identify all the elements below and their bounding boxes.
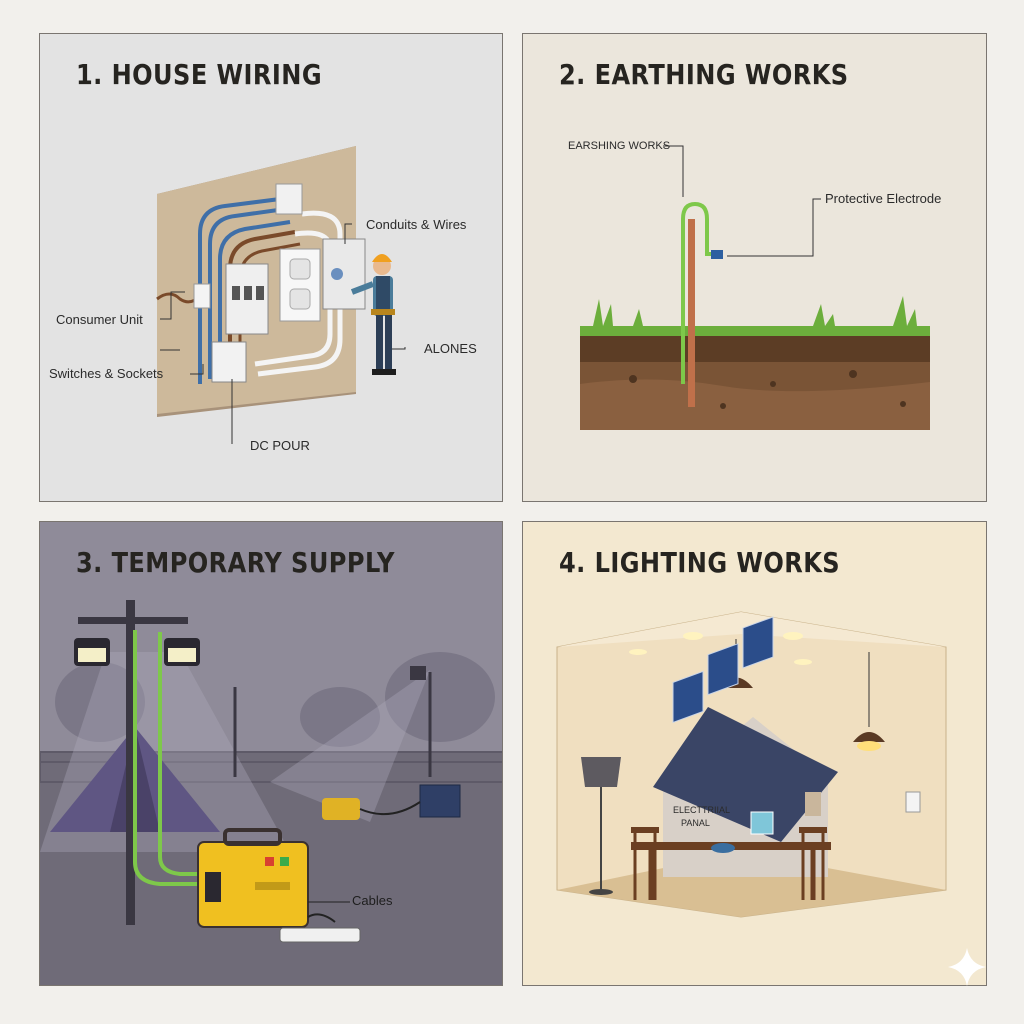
solar-panel	[672, 670, 704, 724]
bowl	[711, 843, 735, 853]
power-strip	[279, 927, 361, 943]
label-alones: ALONES	[424, 341, 477, 356]
cable-reel	[322, 798, 360, 820]
temporary-supply-illustration	[40, 600, 502, 985]
lighting-works-panel: 4. LIGHTING WORKS ELECTTRIIAL PANAL	[522, 521, 987, 986]
floor-lamp	[581, 757, 621, 787]
page-title: 4. LIGHTING WORKS	[559, 546, 841, 579]
grass-strip	[580, 326, 930, 336]
electrician-figure	[350, 254, 396, 375]
page-title: 2. EARTHING WORKS	[559, 58, 849, 91]
label-conduits-wires: Conduits & Wires	[366, 217, 467, 232]
house-wiring-illustration	[156, 146, 406, 444]
conduit-blue-3	[218, 220, 291, 374]
house-panel-text-1: ELECTTRIIAL	[673, 805, 731, 815]
fuse-board	[322, 238, 366, 310]
earth-wire	[681, 201, 715, 384]
earth-rod	[688, 219, 695, 407]
grass-tuft	[593, 299, 613, 326]
label-consumer-unit: Consumer Unit	[56, 312, 143, 327]
pendant-light-right	[853, 732, 885, 742]
chair-right	[799, 827, 827, 833]
conduit-white-1	[254, 230, 333, 367]
label-earshing-works: EARSHING WORKS	[568, 140, 671, 152]
utility-pole	[126, 600, 135, 925]
earthing-works-panel: 2. EARTHING WORKS EARSHING WORKS Protect…	[522, 33, 987, 502]
electrode-clamp	[711, 250, 723, 259]
floor	[557, 852, 946, 917]
label-dc-pour: DC POUR	[250, 438, 310, 453]
green-cable-2	[158, 632, 200, 876]
sparkle-icon	[948, 948, 986, 986]
label-protective-electrode: Protective Electrode	[825, 191, 942, 206]
solar-roof	[653, 707, 838, 842]
conduit-white-2	[257, 210, 343, 377]
page-title: 3. TEMPORARY SUPPLY	[76, 546, 395, 579]
chair-left	[631, 827, 659, 833]
light-switch	[905, 791, 921, 813]
label-cables: Cables	[352, 893, 393, 908]
earthing-illustration	[580, 145, 930, 430]
lighting-illustration	[556, 611, 947, 918]
portable-generator	[419, 784, 461, 818]
label-switches-sockets: Switches & Sockets	[49, 366, 164, 381]
page-title: 1. HOUSE WIRING	[76, 58, 323, 91]
fence	[40, 751, 502, 783]
junction-box-top	[275, 183, 303, 215]
house-window	[750, 811, 774, 835]
conduit-blue-2	[208, 207, 286, 379]
ceiling-light	[683, 632, 703, 640]
conduit-blue-1	[198, 197, 281, 384]
house-panel-text-2: PANAL	[681, 818, 710, 828]
lower-junction-box	[211, 341, 247, 383]
house-wiring-panel: 1. HOUSE WIRING Conduits & Wires Consume…	[39, 33, 503, 502]
temporary-supply-panel: 3. TEMPORARY SUPPLY Cables	[39, 521, 503, 986]
switch-box	[193, 283, 211, 309]
green-cable-1	[133, 630, 200, 886]
